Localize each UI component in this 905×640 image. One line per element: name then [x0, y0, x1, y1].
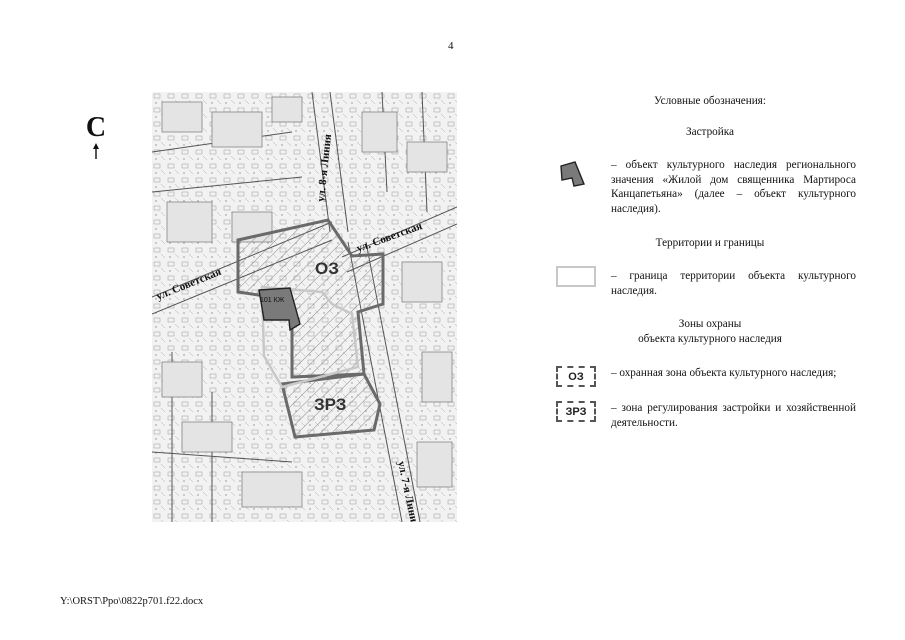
legend-section-zones: Зоны охраны объекта культурного наследия: [560, 317, 860, 346]
footer-file-path: Y:\ORST\Ppo\0822p701.f22.docx: [60, 596, 204, 607]
north-arrow: С: [84, 114, 108, 160]
legend-item-zrz: – зона регулирования застройки и хозяйст…: [611, 402, 856, 429]
arrow-up-icon: [93, 143, 99, 159]
cadastral-map: 101 КЖ ОЗ ЗРЗ ул. Советская ул. Советска…: [152, 92, 457, 522]
object-symbol-icon: [560, 161, 585, 187]
legend-section-buildings: Застройка: [686, 126, 734, 138]
zone-oz-label: ОЗ: [315, 259, 339, 278]
object-code-label: 101 КЖ: [260, 297, 285, 304]
legend-title: Условные обозначения:: [654, 95, 766, 107]
legend-item-oz: – охранная зона объекта культурного насл…: [611, 367, 837, 379]
border-symbol-icon: [556, 266, 596, 287]
legend-section-zones-line2: объекта культурного наследия: [638, 332, 782, 345]
zone-zrz-label: ЗРЗ: [314, 395, 346, 414]
legend-section-zones-line1: Зоны охраны: [678, 318, 742, 330]
legend-item-object: – объект культурного наследия региональн…: [611, 159, 856, 215]
north-letter: С: [85, 112, 107, 143]
page-number: 4: [448, 40, 454, 52]
zrz-symbol: ЗРЗ: [556, 401, 596, 422]
legend-item-border: – граница территории объекта культурного…: [611, 270, 856, 297]
oz-symbol: ОЗ: [556, 366, 596, 387]
legend-section-territories: Территории и границы: [655, 237, 765, 249]
